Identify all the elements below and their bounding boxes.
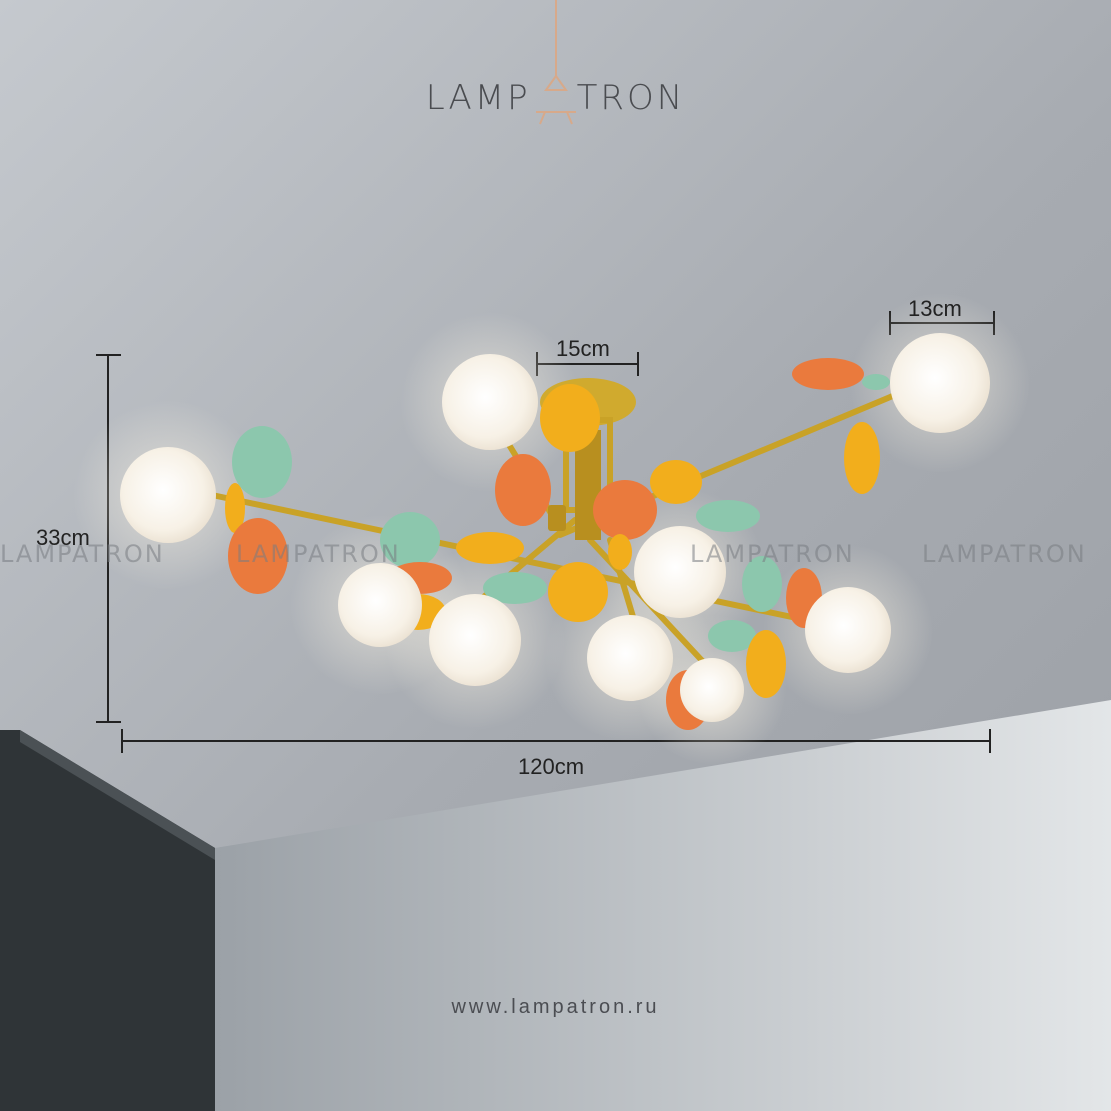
brand-logo: LAMP TRON — [0, 78, 1111, 118]
watermark: LAMPATRON — [922, 540, 1087, 568]
watermark: LAMPATRON — [690, 540, 855, 568]
watermark: LAMPATRON — [0, 540, 165, 568]
logo-lamp-icon — [536, 0, 576, 125]
width-label: 120cm — [518, 754, 585, 779]
watermark: LAMPATRON — [236, 540, 401, 568]
website-url: www.lampatron.ru — [451, 996, 660, 1018]
canopy-width-label: 15cm — [556, 336, 610, 361]
logo-text-left: LAMP — [425, 78, 531, 118]
logo-text-right: TRON — [576, 78, 686, 118]
decorative-leaves — [225, 358, 890, 730]
globe-diameter-label: 13cm — [908, 296, 962, 321]
back-wall — [215, 700, 1111, 1111]
height-label: 33cm — [36, 525, 90, 550]
glass-globes — [120, 333, 990, 722]
